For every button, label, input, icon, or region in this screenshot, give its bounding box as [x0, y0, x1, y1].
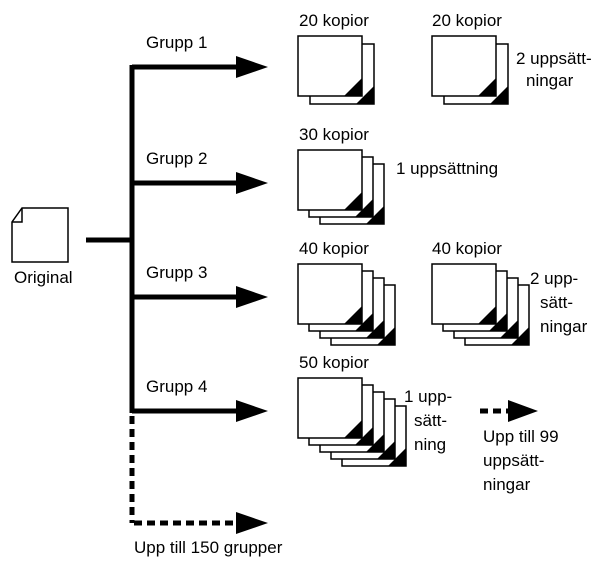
- group-1-stack-2-copies: 20 kopior: [432, 11, 502, 30]
- group-3-stack-2-sets-line1: 2 upp-: [530, 269, 579, 288]
- stack-group1-b: [431, 35, 509, 105]
- branch-arrowheads: [236, 56, 538, 534]
- group-3-stack-2-sets-line2: sätt-: [540, 293, 574, 312]
- stack-group4: [297, 377, 407, 467]
- group-4-stack-1-sets-line3: ning: [414, 435, 447, 454]
- sets-limit-line2: uppsätt-: [483, 451, 545, 470]
- stack-group3-b: [431, 263, 530, 346]
- group-1-stack-2-sets-line2: ningar: [526, 71, 574, 90]
- group-4-stack-1-sets-line1: 1 upp-: [404, 387, 453, 406]
- sets-limit-line3: ningar: [483, 475, 531, 494]
- group-2-stack-1-sets: 1 uppsättning: [396, 159, 499, 178]
- group-4-stack-1-sets-line2: sätt-: [414, 411, 448, 430]
- group-3-stack-2-sets-line3: ningar: [540, 317, 588, 336]
- group-2-label: Grupp 2: [146, 149, 208, 168]
- group-3-label: Grupp 3: [146, 263, 208, 282]
- stack-group3-a: [297, 263, 396, 346]
- group-1-stack-1-copies: 20 kopior: [299, 11, 369, 30]
- stack-group2: [297, 149, 385, 225]
- groups-limit-label: Upp till 150 grupper: [134, 538, 283, 557]
- group-4-label: Grupp 4: [146, 377, 208, 396]
- group-4-stack-1-copies: 50 kopior: [299, 353, 369, 372]
- dashed-limit-lines: [129, 408, 510, 526]
- original-document-icon: [11, 207, 69, 263]
- branch-lines: [86, 64, 238, 414]
- original-label: Original: [14, 268, 73, 287]
- group-3-stack-1-copies: 40 kopior: [299, 239, 369, 258]
- group-3-stack-2-copies: 40 kopior: [432, 239, 502, 258]
- stack-group1-a: [297, 35, 375, 105]
- group-2-stack-1-copies: 30 kopior: [299, 125, 369, 144]
- group-1-label: Grupp 1: [146, 33, 208, 52]
- sets-limit-line1: Upp till 99: [483, 427, 559, 446]
- group-1-stack-2-sets-line1: 2 uppsätt-: [516, 49, 592, 68]
